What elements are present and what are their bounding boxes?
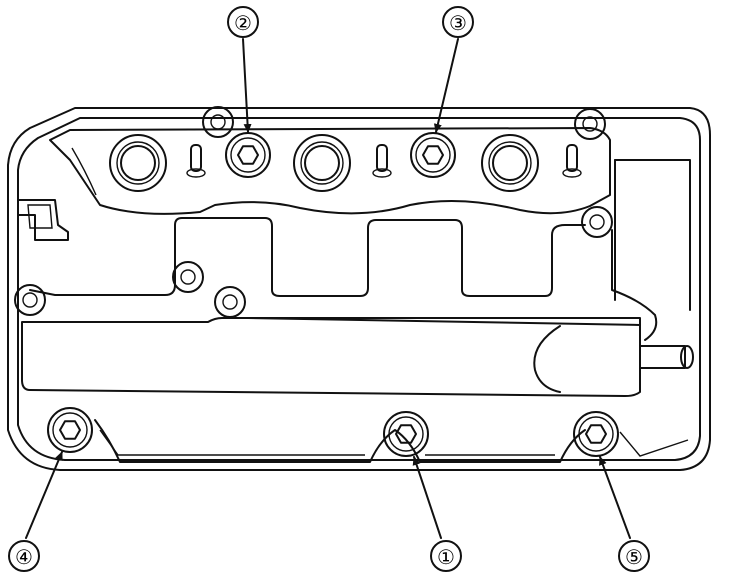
- lower-flange: [94, 419, 689, 463]
- leader-3: [433, 38, 459, 133]
- plug-tube-right: [481, 134, 539, 192]
- lug-right: [581, 206, 613, 238]
- stud-1: [186, 144, 206, 178]
- plug-tube-center: [293, 134, 351, 192]
- callout-4-label: ④: [15, 545, 33, 569]
- bolt-2: [225, 132, 271, 178]
- leader-1: [412, 456, 442, 539]
- callout-1: ①: [430, 540, 462, 572]
- bolt-3: [410, 132, 456, 178]
- callout-4: ④: [8, 540, 40, 572]
- leader-2: [242, 38, 252, 133]
- callout-2: ②: [227, 6, 259, 38]
- callout-5-label: ⑤: [625, 545, 643, 569]
- plug-tube-left: [109, 134, 167, 192]
- stud-3: [562, 144, 582, 178]
- upper-shelf: [49, 127, 611, 215]
- callout-1-label: ①: [437, 545, 455, 569]
- callout-3: ③: [442, 6, 474, 38]
- lug-top-right: [574, 108, 606, 140]
- lug-top-left: [202, 106, 234, 138]
- baffle-box: [17, 199, 69, 241]
- baffle-channel: [29, 217, 658, 341]
- bolt-4: [47, 407, 93, 453]
- lug-mid-b: [214, 286, 246, 318]
- leader-5: [599, 456, 631, 539]
- breather-pipe: [639, 345, 694, 369]
- callout-5: ⑤: [618, 540, 650, 572]
- leader-4: [25, 451, 63, 539]
- callout-3-label: ③: [449, 11, 467, 35]
- leaders: [25, 38, 631, 539]
- cover-outline: [7, 107, 711, 471]
- callouts: ② ③ ④ ① ⑤: [8, 6, 650, 572]
- breather-chamber: [21, 159, 691, 397]
- lug-mid-a: [172, 261, 204, 293]
- callout-2-label: ②: [234, 11, 252, 35]
- stud-2: [372, 144, 392, 178]
